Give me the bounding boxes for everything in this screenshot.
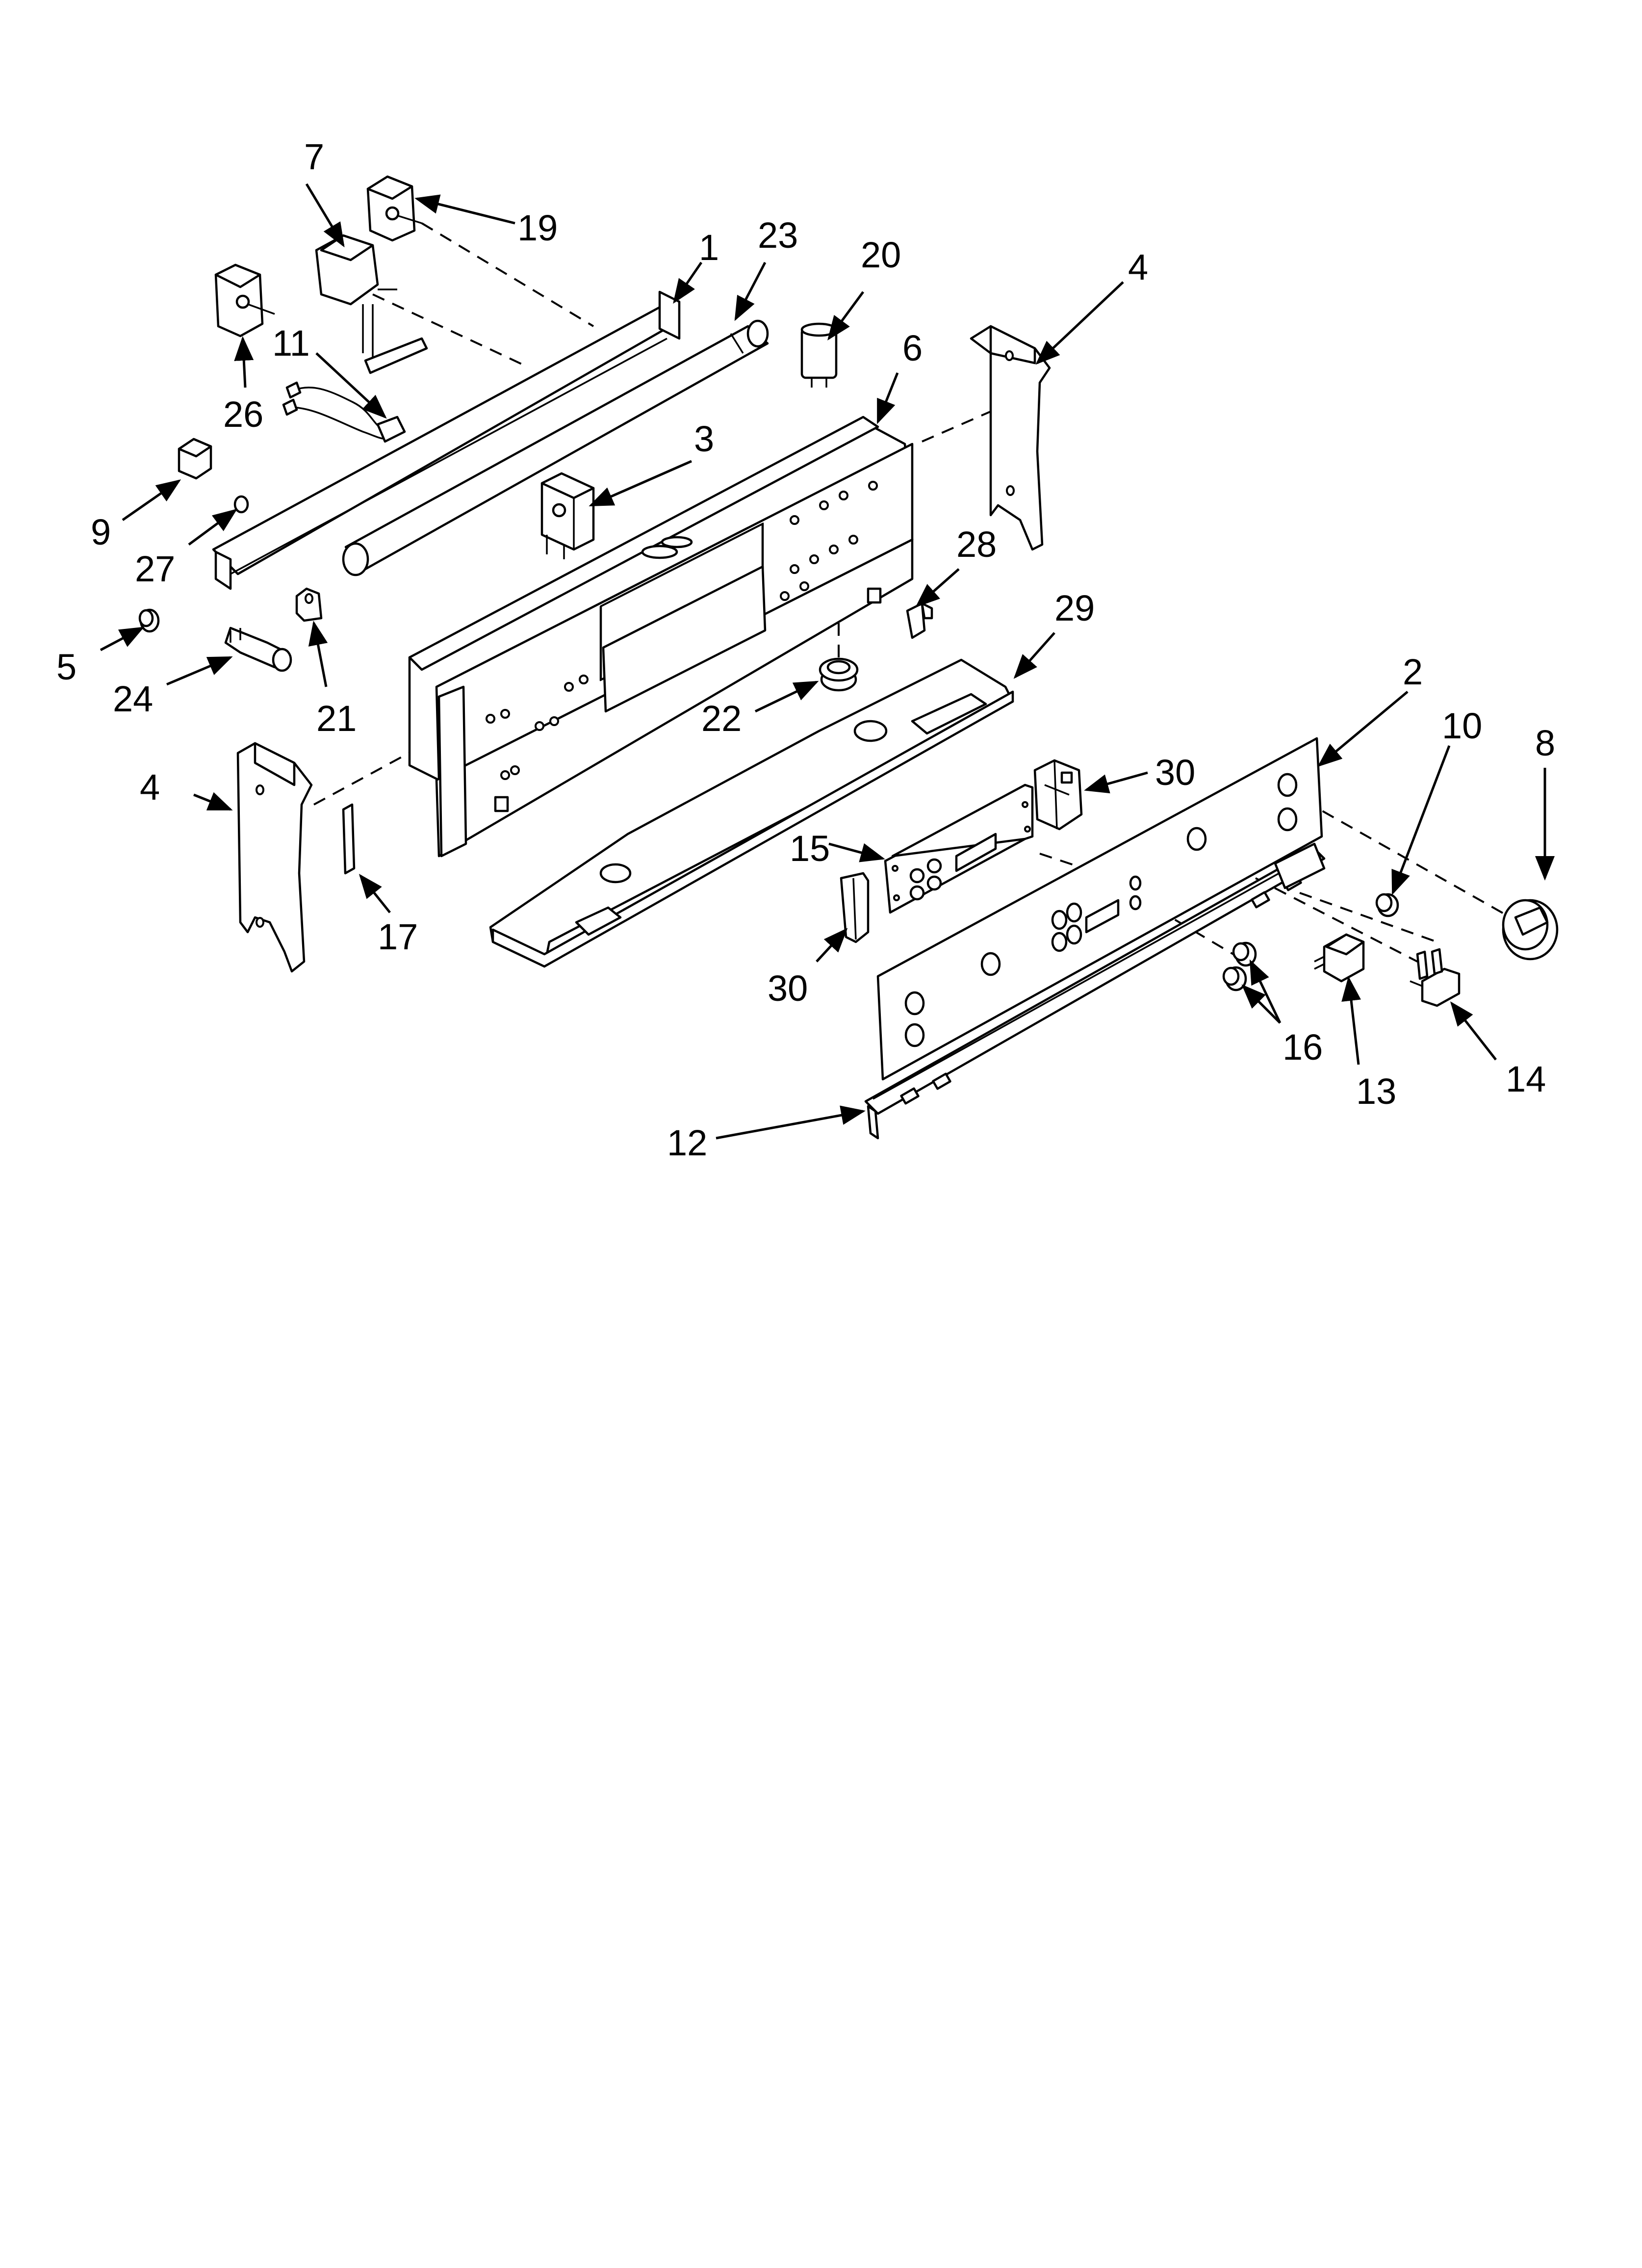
- callout-17: 17: [378, 916, 418, 957]
- callout-7: 7: [304, 136, 324, 177]
- callout-22: 22: [701, 698, 742, 739]
- callout-21: 21: [316, 698, 357, 739]
- callout-11: 11: [272, 323, 310, 364]
- callout-23: 23: [758, 215, 798, 256]
- leader-lines: [100, 183, 1555, 1140]
- part-7-switch: [315, 234, 428, 374]
- part-24-lamp-holder: [224, 626, 292, 672]
- part-2-control-panel: [876, 737, 1323, 1081]
- part-19-rotary-control: [366, 175, 422, 242]
- callout-28: 28: [956, 524, 997, 565]
- callout-30-upper: 30: [1155, 752, 1195, 793]
- callout-29: 29: [1054, 588, 1095, 628]
- part-1-trim-bar: [212, 290, 681, 590]
- callout-3: 3: [694, 418, 714, 459]
- part-9-connector: [178, 438, 212, 480]
- part-6-console-frame: [408, 416, 914, 858]
- part-11-wire-harness: [282, 381, 406, 443]
- callout-26: 26: [223, 394, 263, 435]
- part-28-bracket: [906, 602, 933, 639]
- part-29-bracket-plate: [489, 658, 1014, 968]
- part-27-ring: [233, 495, 249, 514]
- part-14-switch: [1410, 948, 1461, 1007]
- part-22-socket: [819, 657, 859, 692]
- callout-10: 10: [1442, 705, 1482, 746]
- part-26-rotary-control: [214, 263, 275, 338]
- callout-14: 14: [1506, 1059, 1546, 1099]
- callout-30-lower: 30: [768, 968, 808, 1009]
- part-21-lamp-clip: [295, 587, 323, 622]
- callout-4-right: 4: [1128, 247, 1148, 287]
- callout-24: 24: [113, 678, 153, 719]
- part-10-grommet: [1375, 893, 1399, 917]
- part-5-cap: [138, 608, 160, 633]
- callout-20: 20: [861, 235, 901, 275]
- callout-13: 13: [1356, 1071, 1396, 1112]
- part-16-buttons: [1222, 941, 1257, 991]
- callout-12: 12: [667, 1122, 707, 1163]
- callout-9: 9: [91, 512, 111, 552]
- callout-15: 15: [790, 828, 830, 869]
- part-17-strip: [342, 803, 356, 875]
- part-4-end-cap-right: [970, 325, 1051, 551]
- callout-labels: 1 23 20 6 4 3 28 29 22 2 10 8 30 15 30 1…: [56, 136, 1555, 1163]
- callout-6: 6: [902, 328, 923, 368]
- callout-27: 27: [135, 548, 175, 589]
- part-4-end-cap-left: [236, 742, 313, 973]
- part-8-knob: [1502, 899, 1559, 961]
- part-13-switch: [1314, 933, 1365, 983]
- part-3-relay: [540, 472, 595, 559]
- part-30-clip-upper: [1033, 759, 1083, 831]
- callout-16: 16: [1283, 1027, 1323, 1068]
- part-20-capacitor: [800, 322, 838, 388]
- callout-1: 1: [699, 227, 719, 268]
- part-15-control-board: [884, 783, 1034, 914]
- callout-19: 19: [517, 208, 558, 248]
- callout-5: 5: [56, 647, 77, 687]
- part-23-lamp-tube: [342, 319, 769, 576]
- part-12-bottom-trim: [864, 842, 1326, 1140]
- callout-2: 2: [1403, 652, 1423, 692]
- callout-8: 8: [1535, 723, 1555, 763]
- callout-4-left: 4: [140, 767, 160, 808]
